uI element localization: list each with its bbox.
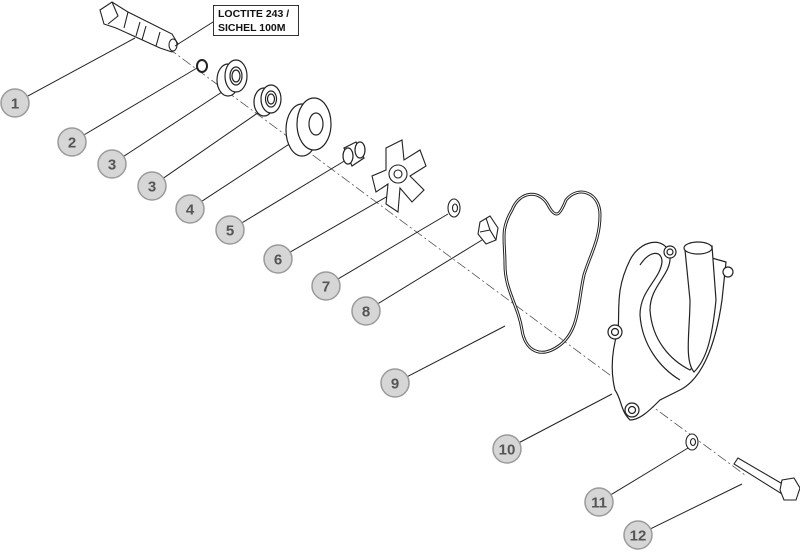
callout-number: 10 (499, 442, 516, 459)
leader-line-10 (519, 393, 613, 443)
leader-line-7 (337, 213, 449, 280)
callout-number: 3 (148, 179, 156, 196)
note-line-1: LOCTITE 243 / (218, 8, 290, 20)
leader-line-6 (289, 195, 389, 253)
callout-number: 8 (362, 304, 370, 321)
callout-circle (0, 88, 30, 118)
part-water-pump-cover[interactable] (607, 241, 734, 421)
callout-5[interactable]: 5 (215, 215, 245, 245)
callout-circle (311, 271, 341, 301)
callout-circle (57, 127, 87, 157)
leader-line-9 (407, 325, 506, 378)
part-gasket[interactable] (502, 190, 602, 354)
callout-3[interactable]: 3 (97, 149, 127, 179)
leader-line-12 (650, 483, 743, 530)
callout-2[interactable]: 2 (57, 127, 87, 157)
callout-number: 5 (226, 223, 234, 240)
callout-number: 6 (274, 252, 282, 269)
leader-line-2 (83, 67, 198, 136)
callout-11[interactable]: 11 (584, 487, 614, 517)
leader-line-8 (377, 239, 483, 305)
callout-circle (97, 149, 127, 179)
callout-number: 7 (322, 279, 330, 296)
callout-number: 1 (11, 96, 19, 113)
leader-line-3 (163, 109, 263, 179)
callout-number: 9 (391, 376, 399, 393)
callout-number: 2 (68, 135, 76, 152)
loctite-note: LOCTITE 243 / SICHEL 100M (213, 5, 299, 36)
callout-circle (623, 520, 653, 550)
callout-9[interactable]: 9 (380, 368, 410, 398)
part-impeller[interactable] (371, 139, 427, 213)
callout-3[interactable]: 3 (137, 171, 167, 201)
part-bushing[interactable] (342, 141, 366, 167)
callout-1[interactable]: 1 (0, 88, 30, 118)
callout-circle (215, 215, 245, 245)
leader-line-11 (610, 447, 689, 496)
callout-number: 4 (186, 202, 195, 219)
note-line-2: SICHEL 100M (218, 22, 286, 34)
part-washer-11[interactable] (685, 433, 699, 451)
callout-circle (492, 434, 522, 464)
callout-8[interactable]: 8 (351, 296, 381, 326)
part-washer-7[interactable] (447, 198, 461, 218)
part-o-ring-small[interactable] (196, 59, 208, 73)
callout-circle (175, 194, 205, 224)
part-bolt[interactable] (733, 457, 800, 501)
callout-circle (351, 296, 381, 326)
leader-line-1 (27, 37, 136, 97)
callout-10[interactable]: 10 (492, 434, 522, 464)
callout-number: 11 (591, 495, 607, 512)
callout-4[interactable]: 4 (175, 194, 205, 224)
part-bearing-2[interactable] (253, 84, 282, 117)
callout-circle (137, 171, 167, 201)
callout-circle (263, 244, 293, 274)
note-leader (174, 21, 214, 47)
leader-line-3 (123, 91, 223, 157)
callout-number: 12 (630, 528, 647, 545)
callout-6[interactable]: 6 (263, 244, 293, 274)
callout-number: 3 (108, 157, 116, 174)
part-shaft-seal[interactable] (285, 97, 332, 157)
part-nut[interactable] (477, 215, 499, 245)
callout-circle (584, 487, 614, 517)
leader-line-5 (241, 159, 347, 224)
part-shaft[interactable] (99, 1, 179, 53)
leader-line-4 (201, 136, 301, 202)
callout-7[interactable]: 7 (311, 271, 341, 301)
callout-12[interactable]: 12 (623, 520, 653, 550)
callout-circle (380, 368, 410, 398)
part-bearing-1[interactable] (216, 59, 248, 97)
